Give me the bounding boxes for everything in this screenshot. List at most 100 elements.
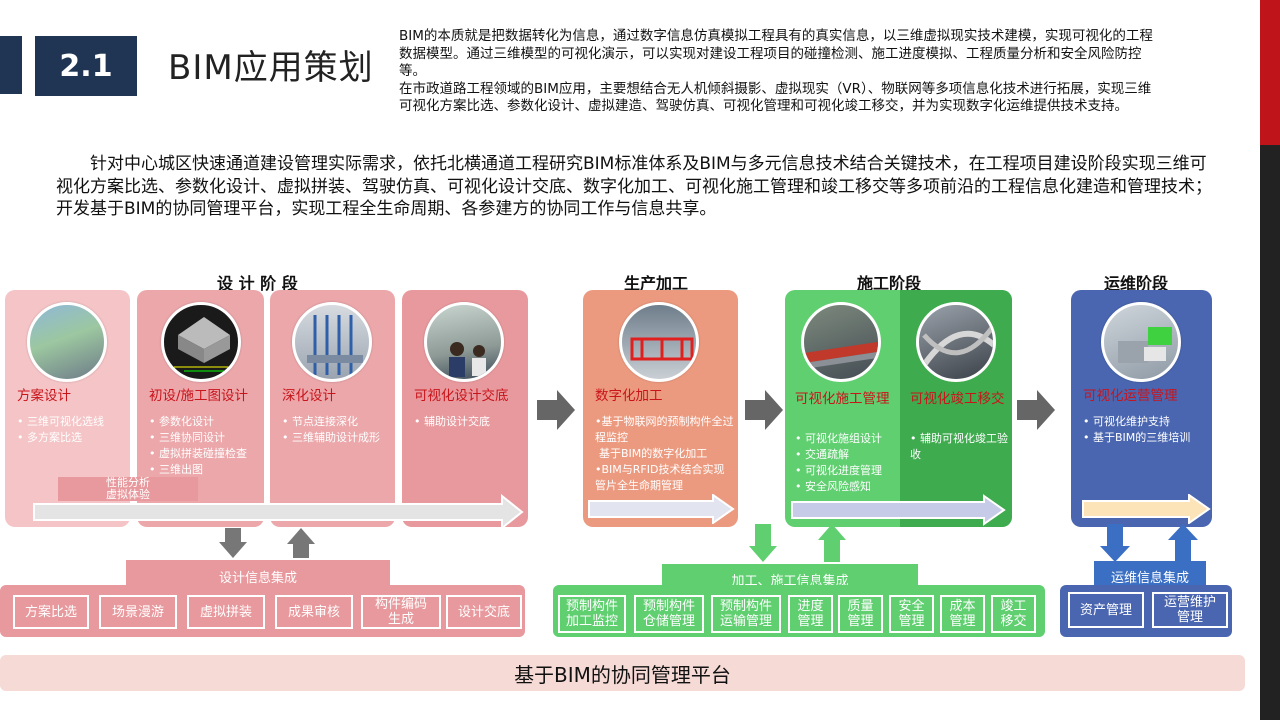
list-item-text: 三维协同设计 [159, 431, 225, 444]
card-visual-handover: 可视化设计交底 • 辅助设计交底 [402, 290, 528, 527]
preliminary-design-photo [161, 302, 241, 382]
intro-line-2: 在市政道路工程领域的BIM应用，主要想结合无人机倾斜摄影、虚拟现实（VR）、物联… [399, 80, 1152, 115]
card-items: • 参数化设计 • 三维协同设计 • 虚拟拼装碰撞检查 • 三维出图 [149, 414, 247, 478]
scheme-design-photo [27, 302, 107, 382]
design-item-roaming: 场景漫游 [99, 595, 177, 629]
list-item: • 安全风险感知 [795, 480, 871, 493]
card-title: 可视化运营管理 [1083, 388, 1178, 404]
card-detail-design: 深化设计 • 节点连接深化 • 三维辅助设计成形 [270, 290, 395, 527]
design-item-assembly: 虚拟拼装 [187, 595, 265, 629]
card-title: 深化设计 [282, 388, 336, 404]
card-items: • 辅助设计交底 [414, 414, 490, 430]
operation-up-arrow [1168, 524, 1198, 562]
design-flow-arrow [33, 494, 524, 530]
list-item: • 可视化维护支持 [1083, 415, 1170, 428]
list-item-text: 基于BIM的数字化加工 [599, 447, 708, 460]
steel-frame-icon [307, 315, 363, 375]
production-item-monitoring: 预制构件 加工监控 [558, 595, 626, 633]
list-item: • 虚拟拼装碰撞检查 [149, 447, 247, 460]
visual-operation-photo [1101, 302, 1181, 382]
card-visual-construction: 可视化施工管理 • 可视化施组设计 • 交通疏解 • 可视化进度管理 • 安全风… [785, 290, 900, 527]
production-up-arrow [818, 524, 846, 562]
production-item-schedule: 进度 管理 [788, 595, 833, 633]
card-items: • 节点连接深化 • 三维辅助设计成形 [282, 414, 380, 446]
stage-arrow-1 [537, 390, 575, 430]
card-title: 数字化加工 [595, 388, 663, 404]
stage-title-design: 设 计 阶 段 [217, 274, 298, 293]
list-item-text: 基于物联网的预制构件全过程监控 [595, 415, 734, 444]
design-item-review: 成果审核 [275, 595, 353, 629]
right-accent-bar-dark [1260, 145, 1280, 720]
construction-site-icon [804, 341, 878, 369]
card-items: • 可视化维护支持 • 基于BIM的三维培训 [1083, 414, 1190, 446]
list-item-text: 可视化进度管理 [805, 464, 882, 477]
visual-handover-photo [424, 302, 504, 382]
card-items: • 三维可视化选线 • 多方案比选 [17, 414, 104, 446]
list-item: • 节点连接深化 [282, 415, 358, 428]
design-item-coding: 构件编码 生成 [361, 595, 441, 629]
card-visual-operation: 可视化运营管理 • 可视化维护支持 • 基于BIM的三维培训 [1071, 290, 1212, 527]
right-accent-bar-red [1260, 0, 1280, 145]
factory-frame-icon [630, 337, 694, 361]
operation-flow-arrow [1082, 494, 1211, 524]
cad-drawing-icon [174, 317, 234, 372]
list-item: • 三维辅助设计成形 [282, 431, 380, 444]
production-flow-arrow [588, 494, 735, 524]
performance-analysis-label: 性能分析 虚拟体验 [58, 477, 198, 501]
design-down-arrow [219, 528, 247, 558]
list-item-text: 三维出图 [159, 463, 203, 476]
stage-title-construction: 施工阶段 [857, 274, 922, 293]
stage-arrow-3 [1017, 390, 1055, 430]
card-title: 可视化竣工移交 [910, 391, 1005, 407]
card-title: 方案设计 [17, 388, 71, 404]
stage-arrow-2 [745, 390, 783, 430]
production-item-quality: 质量 管理 [838, 595, 883, 633]
list-item-text: 基于BIM的三维培训 [1093, 431, 1191, 444]
operation-item-maintenance: 运营维护 管理 [1152, 592, 1228, 628]
list-item-text: 可视化施组设计 [805, 432, 882, 445]
page-title: BIM应用策划 [168, 48, 374, 88]
intro-text: BIM的本质就是把数据转化为信息，通过数字信息仿真模拟工程具有的真实信息，以三维… [399, 28, 1159, 116]
card-visual-completion: 可视化竣工移交 • 辅助可视化竣工验收 [900, 290, 1012, 527]
operation-item-asset: 资产管理 [1068, 592, 1144, 628]
list-item: • 可视化施组设计 [795, 432, 882, 445]
production-item-cost: 成本 管理 [940, 595, 985, 633]
list-item: • 三维可视化选线 [17, 415, 104, 428]
detail-design-photo [292, 302, 372, 382]
list-item: • 辅助可视化竣工验收 [910, 432, 1008, 461]
design-item-scheme: 方案比选 [13, 595, 89, 629]
card-title: 可视化设计交底 [414, 388, 509, 404]
list-item: •BIM与RFID技术结合实现管片全生命期管理 [595, 463, 725, 492]
list-item-text: 多方案比选 [27, 431, 82, 444]
card-digital-processing: 数字化加工 •基于物联网的预制构件全过程监控 基于BIM的数字化加工 •BIM与… [583, 290, 738, 527]
list-item: • 三维出图 [149, 463, 203, 476]
list-item-text: BIM与RFID技术结合实现管片全生命期管理 [595, 463, 725, 492]
production-item-transport: 预制构件 运输管理 [711, 595, 781, 633]
left-accent-bar [0, 36, 22, 94]
list-item-text: 三维可视化选线 [27, 415, 104, 428]
list-item-text: 安全风险感知 [805, 480, 871, 493]
visual-construction-photo [801, 302, 881, 382]
list-item-text: 可视化维护支持 [1093, 415, 1170, 428]
list-item-text: 节点连接深化 [292, 415, 358, 428]
list-item-text: 辅助可视化竣工验收 [910, 432, 1008, 461]
list-item: • 多方案比选 [17, 431, 82, 444]
section-number: 2.1 [35, 36, 137, 96]
list-item: 基于BIM的数字化加工 [595, 446, 735, 462]
list-item: • 交通疏解 [795, 448, 849, 461]
list-item-text: 三维辅助设计成形 [292, 431, 380, 444]
list-item: • 可视化进度管理 [795, 464, 882, 477]
list-item: • 三维协同设计 [149, 431, 225, 444]
visual-completion-photo [916, 302, 996, 382]
design-up-arrow [287, 528, 315, 558]
intro-line-1: BIM的本质就是把数据转化为信息，通过数字信息仿真模拟工程具有的真实信息，以三维… [399, 28, 1153, 79]
list-item: •基于物联网的预制构件全过程监控 [595, 415, 734, 444]
meeting-people-icon [449, 342, 486, 377]
list-item-text: 参数化设计 [159, 415, 214, 428]
main-paragraph: 针对中心城区快速通道建设管理实际需求，依托北横通道工程研究BIM标准体系及BIM… [56, 154, 1212, 219]
card-title: 初设/施工图设计 [149, 388, 249, 404]
card-title: 可视化施工管理 [795, 391, 890, 407]
card-items: • 辅助可视化竣工验收 [910, 431, 1008, 463]
card-items: •基于物联网的预制构件全过程监控 基于BIM的数字化加工 •BIM与RFID技术… [595, 414, 735, 494]
operation-down-arrow [1100, 524, 1130, 562]
